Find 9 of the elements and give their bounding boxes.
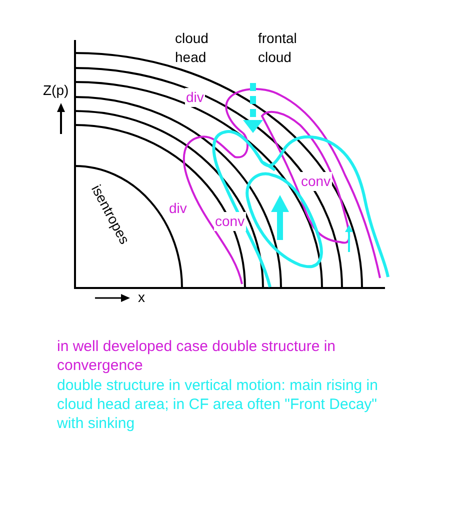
region-label: div (185, 88, 205, 107)
region-label: conv (300, 172, 332, 191)
region-label: conv (214, 212, 246, 231)
annotation-note: double structure in vertical motion: main rising in cloud head area; in CF area often "Front Decay" with sinking (57, 376, 379, 433)
axis-label: x (138, 288, 146, 307)
region-label: frontal cloud (258, 29, 298, 67)
axis-label: Z(p) (43, 81, 70, 100)
region-label: cloud head (175, 29, 210, 67)
annotation-note: in well developed case double structure in convergence (57, 337, 337, 375)
